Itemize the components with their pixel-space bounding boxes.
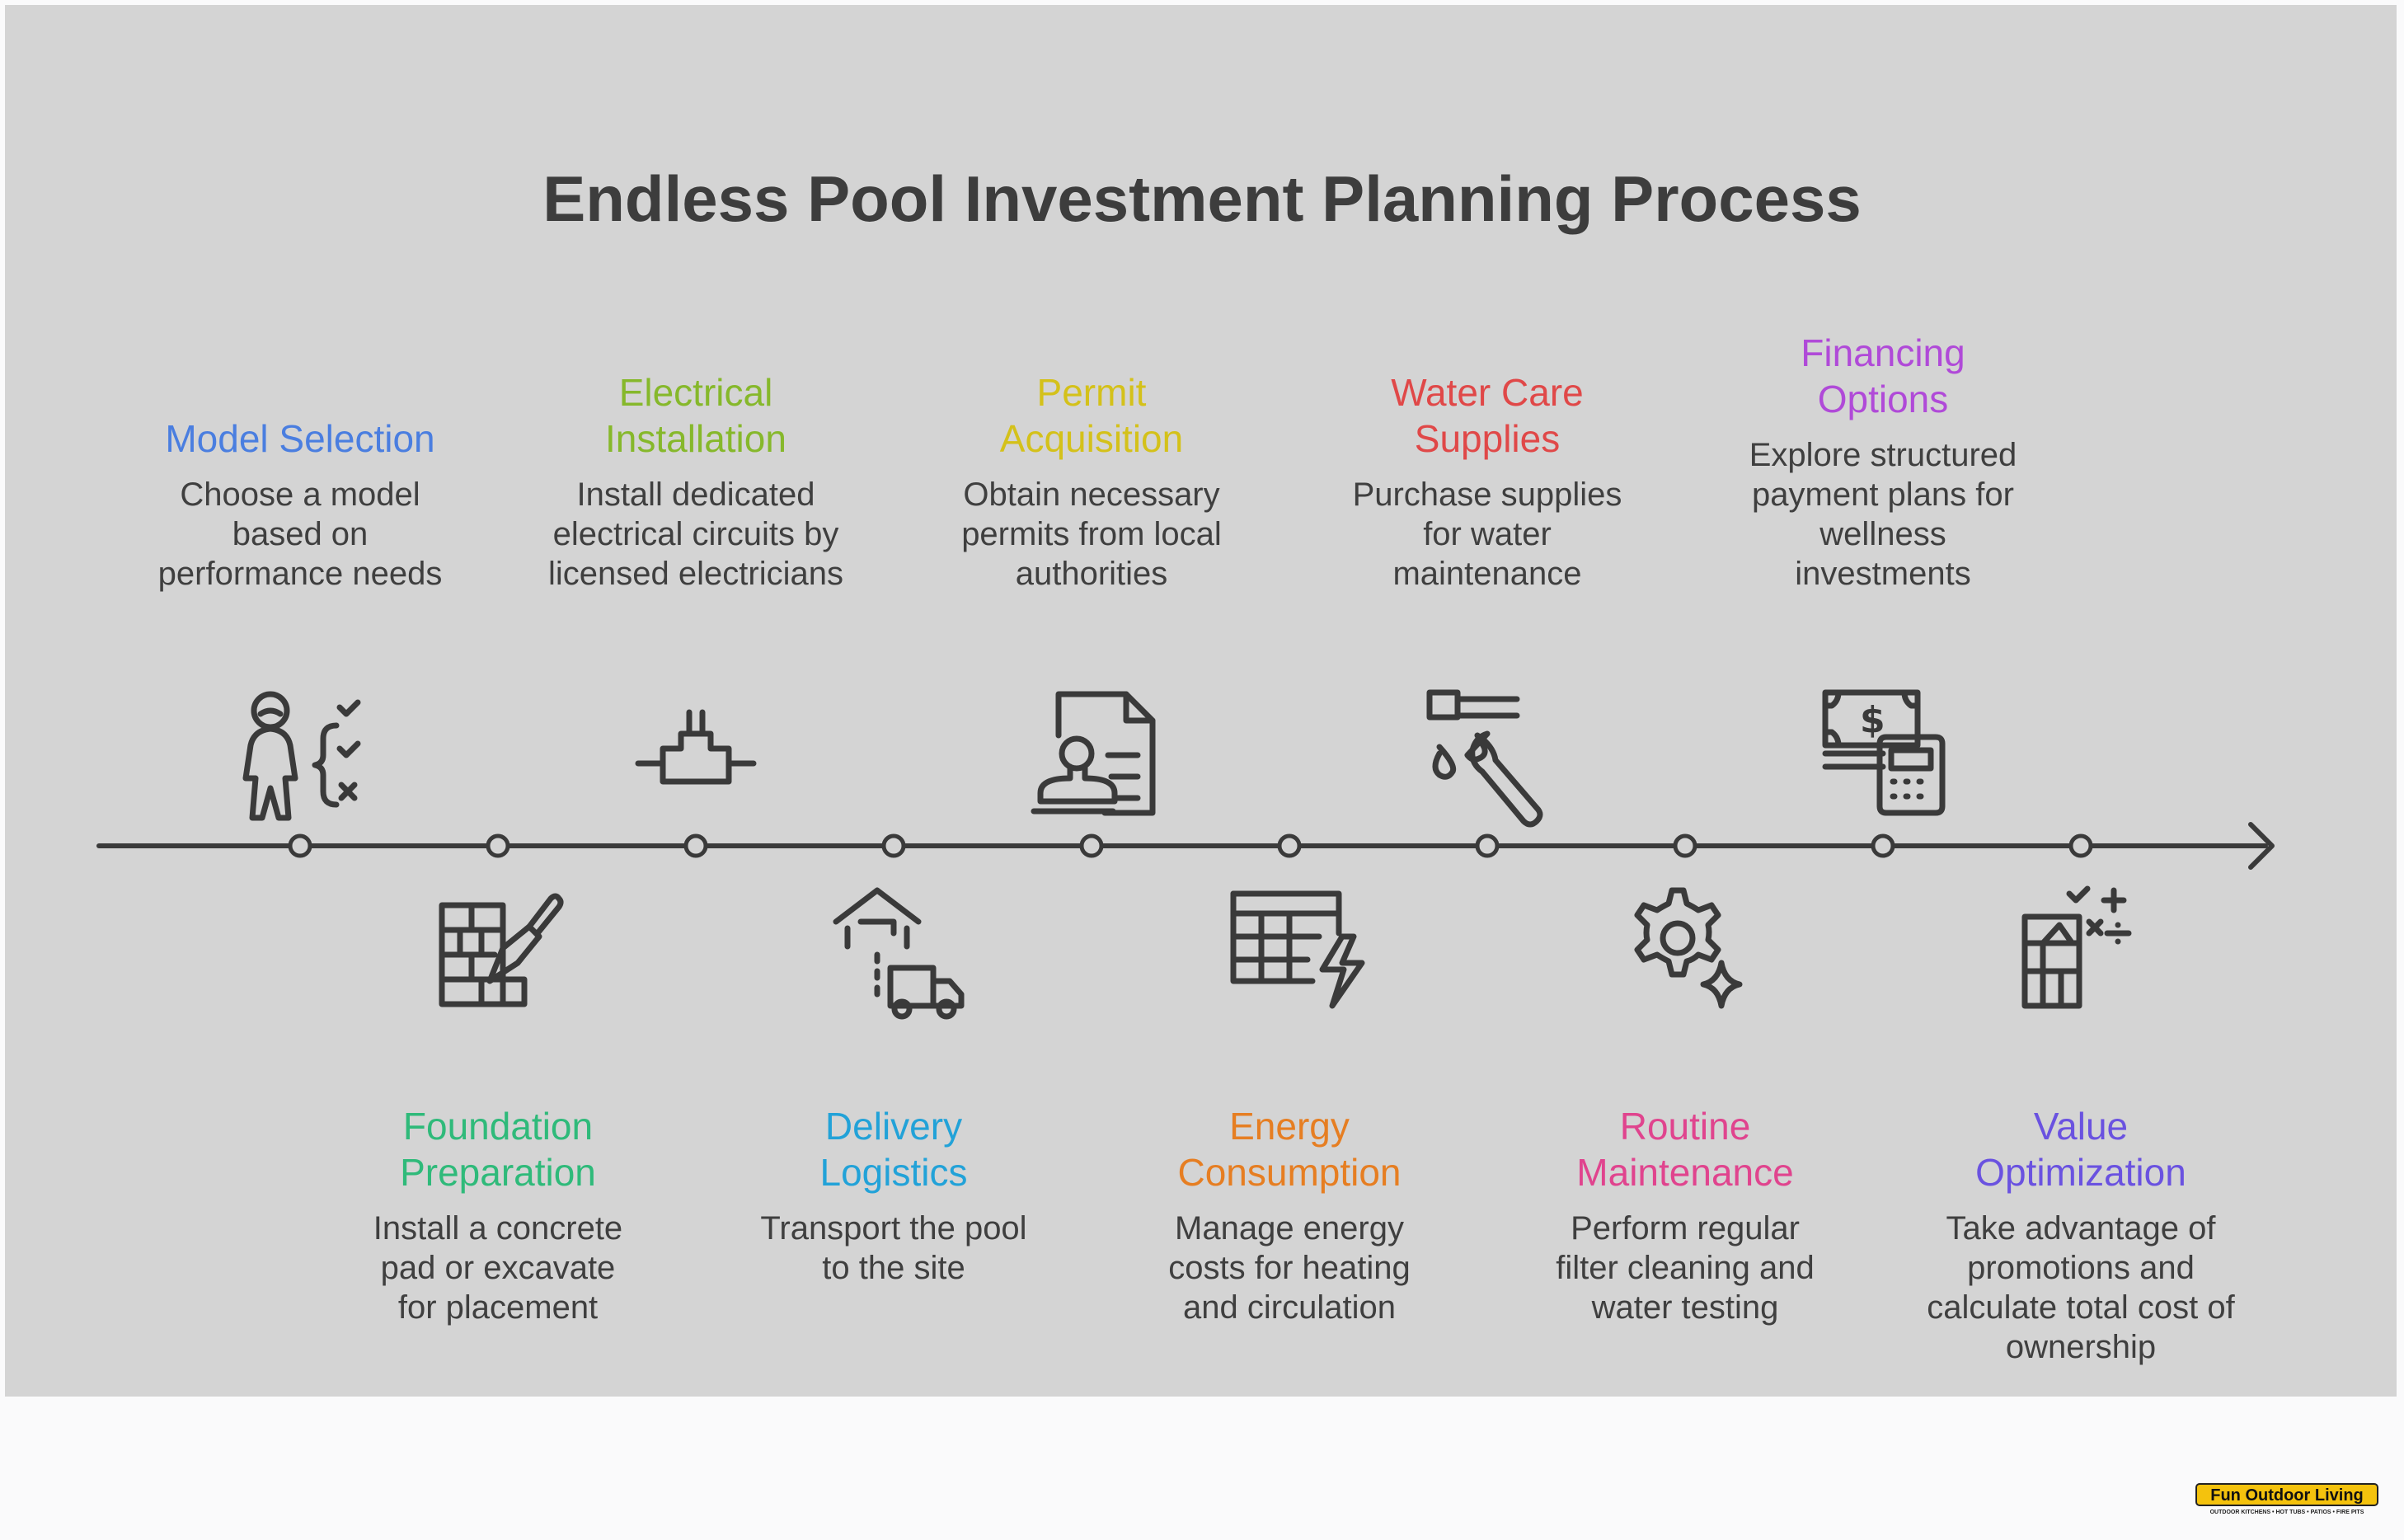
step-description: Install a concrete pad or excavate for p… — [373, 1210, 623, 1326]
timeline-marker — [486, 833, 510, 858]
step-description: Perform regular filter cleaning and wate… — [1556, 1210, 1815, 1326]
faucet-wrench-icon — [1426, 689, 1543, 828]
step-title: Model Selection — [165, 417, 435, 460]
diagram-background — [5, 5, 2397, 1397]
step-description: Manage energy costs for heating and circ… — [1168, 1210, 1411, 1326]
timeline-marker — [1277, 833, 1302, 858]
document-stamp-icon — [1031, 691, 1156, 816]
money-calculator-icon: $ — [1822, 689, 1946, 816]
grid-lightning-icon — [1230, 890, 1365, 1009]
step-title: Water Care Supplies — [1391, 371, 1584, 460]
step-title: Foundation Preparation — [400, 1105, 596, 1194]
step-description: Take advantage of promotions and calcula… — [1927, 1210, 2235, 1365]
step-description: Transport the pool to the site — [760, 1210, 1027, 1286]
step-title: Permit Acquisition — [999, 371, 1184, 460]
timeline-marker — [2068, 833, 2093, 858]
timeline-marker — [1475, 833, 1500, 858]
timeline-marker — [288, 833, 312, 858]
timeline-arrowhead — [2248, 822, 2275, 870]
svg-text:$: $ — [1860, 699, 1885, 741]
logo-name: Fun Outdoor Living — [2210, 1486, 2364, 1505]
diagram-title: Endless Pool Investment Planning Process — [542, 162, 1862, 235]
timeline-marker — [1079, 833, 1104, 858]
step-description: Purchase supplies for water maintenance — [1352, 477, 1622, 592]
step-title: Routine Maintenance — [1576, 1105, 1794, 1194]
step-description: Install dedicated electrical circuits by… — [548, 477, 843, 592]
gear-sparkle-icon — [1634, 887, 1743, 1009]
fun-outdoor-living-logo: Fun Outdoor Living OUTDOOR KITCHENS • HO… — [2195, 1483, 2378, 1515]
step-description: Explore structured payment plans for wel… — [1749, 437, 2017, 592]
step-title: Value Optimization — [1975, 1105, 2186, 1194]
step-title: Delivery Logistics — [819, 1105, 968, 1194]
logo-tagline: OUTDOOR KITCHENS • HOT TUBS • PATIOS • F… — [2210, 1509, 2364, 1515]
step-description: Obtain necessary permits from local auth… — [961, 477, 1222, 592]
electrical-plug-icon — [635, 709, 757, 785]
step-description: Choose a model based on performance need… — [157, 477, 443, 592]
step-title: Financing Options — [1801, 331, 1965, 420]
timeline-marker — [683, 833, 708, 858]
warehouse-truck-icon — [833, 887, 965, 1020]
math-chart-icon — [2021, 885, 2132, 1009]
step-title: Energy Consumption — [1177, 1105, 1402, 1194]
brick-wall-trowel-icon — [439, 893, 564, 1007]
timeline-marker — [1673, 833, 1697, 858]
timeline-marker — [881, 833, 906, 858]
step-title: Electrical Installation — [605, 371, 786, 460]
person-checklist-icon — [242, 691, 361, 821]
timeline-marker — [1871, 833, 1895, 858]
